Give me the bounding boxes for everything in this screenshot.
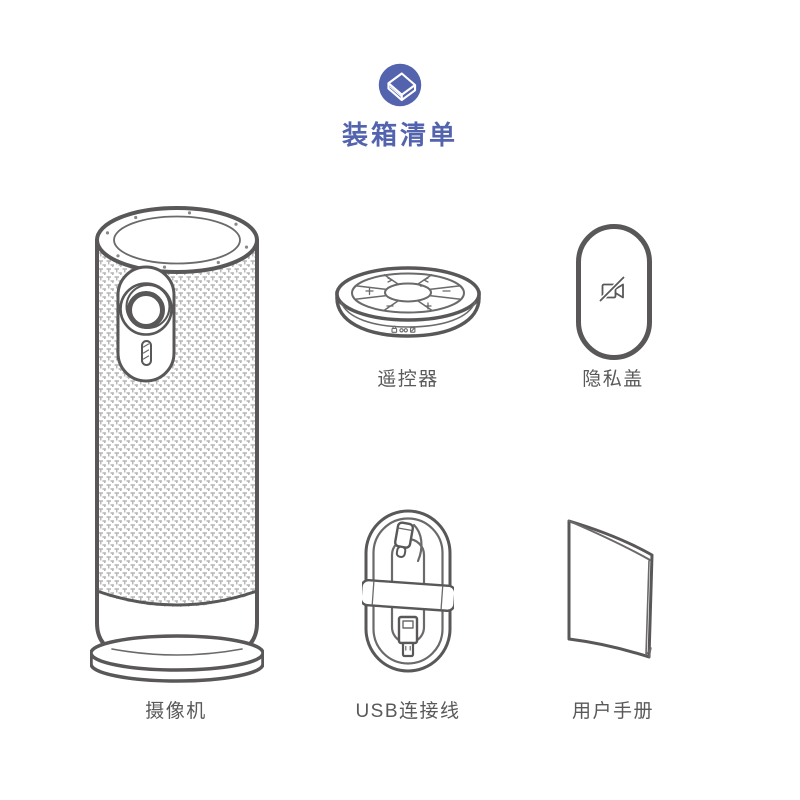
privacy-cover-label: 隐私盖 xyxy=(582,369,644,390)
usb-c-connector xyxy=(393,521,415,558)
camera-lens xyxy=(116,265,176,383)
usb-a-connector xyxy=(397,615,419,658)
privacy-cover-illustration xyxy=(573,221,655,363)
remote-label: 遥控器 xyxy=(377,369,439,390)
manual-illustration xyxy=(561,509,663,677)
remote-illustration xyxy=(333,264,483,346)
camera-illustration xyxy=(90,203,264,685)
camera-label: 摄像机 xyxy=(145,701,207,722)
remote-button-dividers xyxy=(354,274,462,311)
page-title: 装箱清单 xyxy=(341,120,459,150)
camera-top-mic-holes xyxy=(105,211,249,269)
manual-label: 用户手册 xyxy=(571,701,655,722)
usb-cable-label: USB连接线 xyxy=(355,701,461,722)
remote-edge-icons xyxy=(391,325,416,333)
remote-button-glyphs xyxy=(365,277,451,310)
usb-cable-illustration xyxy=(362,507,454,675)
cable-strap xyxy=(362,579,454,612)
camera-off-icon xyxy=(598,275,626,303)
book-icon xyxy=(377,62,423,108)
